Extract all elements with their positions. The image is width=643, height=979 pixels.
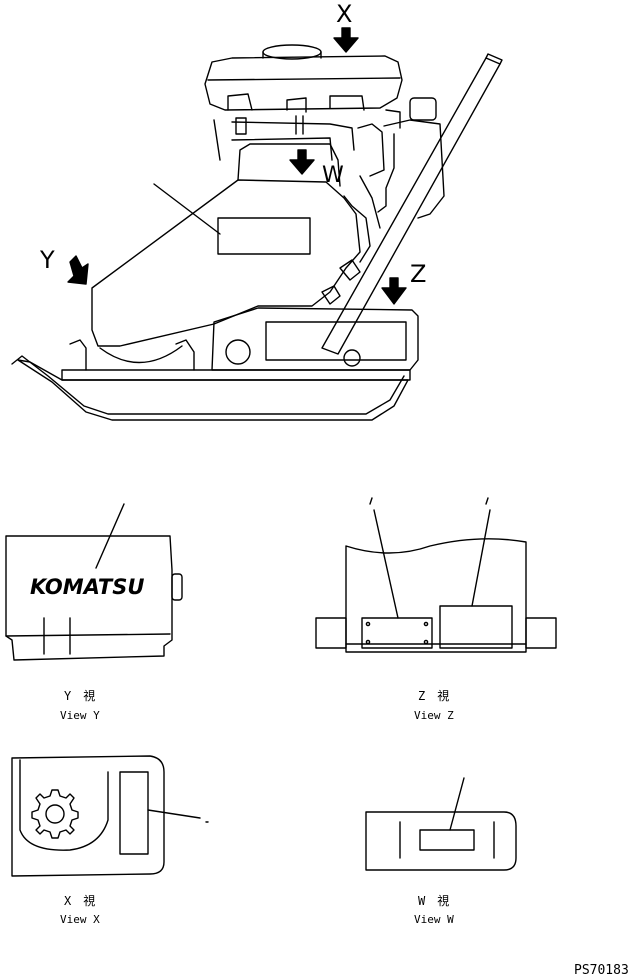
view-z-frame: [345, 538, 527, 653]
cover-label-plate: [217, 217, 311, 255]
view-w-title-jp: W 視: [418, 893, 449, 908]
view-y-drawing: [5, 503, 183, 661]
view-y-title-jp: Y 視: [64, 688, 95, 703]
leader-line: [449, 777, 465, 831]
leader-line: [153, 183, 221, 235]
view-x-title-jp: X 視: [64, 893, 95, 908]
view-z-title-jp: Z 視: [418, 688, 449, 703]
leader-line: [95, 503, 125, 569]
view-z-plate-left: [361, 617, 433, 649]
label-x: X: [336, 0, 352, 28]
view-x-housing: [11, 755, 165, 877]
view-z-title-en: View Z: [414, 709, 454, 722]
leader-line: [471, 509, 491, 607]
fuel-tank: [204, 55, 403, 111]
belt-cover-label: [265, 321, 407, 361]
engine-cover: [91, 179, 361, 347]
view-w-title-en: View W: [414, 913, 454, 926]
view-x-drawing: [11, 755, 209, 877]
label-w: W: [322, 163, 344, 188]
air-cleaner-cap: [409, 97, 437, 121]
plate-compactor-drawing: [11, 27, 503, 421]
label-z: Z: [410, 260, 426, 288]
view-w-cover: [365, 811, 517, 871]
handle-bar: [321, 57, 501, 355]
komatsu-logo: KOMATSU: [30, 575, 144, 599]
leader-line: [373, 509, 399, 619]
label-y: Y: [39, 246, 55, 274]
view-x-title-en: View X: [60, 913, 100, 926]
base-plate: [17, 359, 409, 421]
arrow-w: [289, 149, 315, 175]
arrow-z: [381, 277, 407, 305]
leader-line: [147, 809, 201, 819]
belt-cover: [211, 307, 419, 371]
view-w-label: [419, 829, 475, 851]
gear-icon: [31, 789, 79, 839]
view-z-drawing: [315, 497, 557, 653]
view-y-title-en: View Y: [60, 709, 100, 722]
arrow-x: [333, 27, 359, 53]
view-w-drawing: [365, 777, 517, 871]
view-y-cover: [5, 535, 173, 661]
view-z-plate-right: [439, 605, 513, 649]
drawing-code: PS70183: [574, 963, 629, 978]
arrow-y: [67, 255, 89, 285]
